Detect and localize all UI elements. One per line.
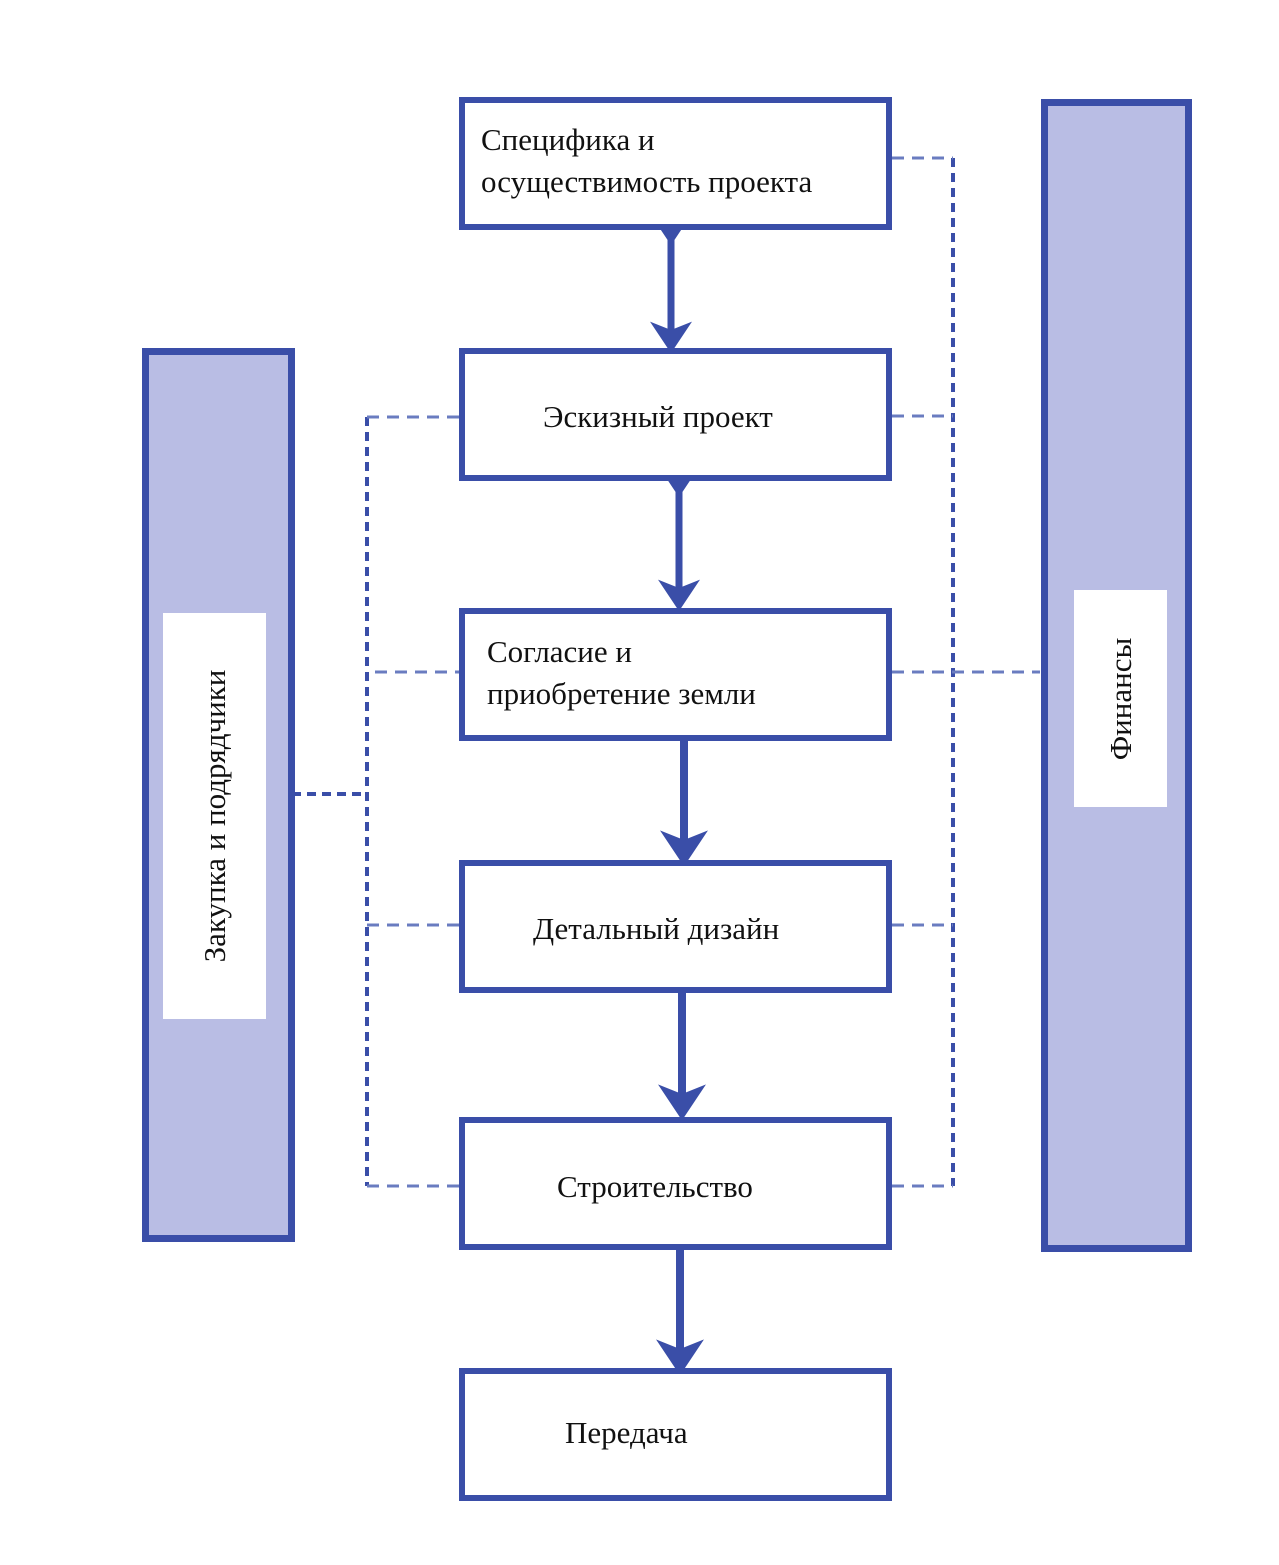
stage-box-handover: Передача	[459, 1368, 892, 1501]
stage-box-land: Согласие и приобретение земли	[459, 608, 892, 741]
stage-box-detail: Детальный дизайн	[459, 860, 892, 993]
stage-box-sketch: Эскизный проект	[459, 348, 892, 481]
stage-label: Согласие и приобретение земли	[487, 634, 756, 711]
stage-box-build: Строительство	[459, 1117, 892, 1250]
stage-label: Детальный дизайн	[533, 911, 780, 946]
stage-box-spec: Специфика и осуществимость проекта	[459, 97, 892, 230]
stage-label: Специфика и осуществимость проекта	[481, 122, 813, 199]
side-panel-finance: Финансы	[1041, 99, 1192, 1252]
side-panel-procurement: Закупка и подрядчики	[142, 348, 295, 1242]
side-panel-label-bg: Финансы	[1074, 590, 1167, 807]
side-panel-label: Закупка и подрядчики	[196, 669, 232, 963]
stage-label: Эскизный проект	[543, 399, 773, 434]
stage-label: Передача	[565, 1415, 688, 1450]
side-panel-label-bg: Закупка и подрядчики	[163, 613, 266, 1019]
stage-label: Строительство	[557, 1169, 753, 1204]
side-panel-label: Финансы	[1102, 637, 1138, 760]
